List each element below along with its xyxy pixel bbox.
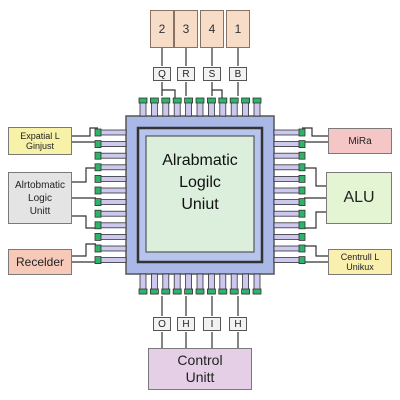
top-pin-label-1: Q <box>153 67 171 81</box>
chip-pad-left <box>94 128 102 137</box>
chip-pad-right <box>298 232 306 241</box>
bottom-pin-label-3: I <box>203 317 221 331</box>
chip-pad-bottom <box>218 288 228 295</box>
chip-pad-bottom <box>184 288 194 295</box>
left-box-expatial: Expatial L Ginjust <box>8 127 72 155</box>
chip-pad-right <box>298 151 306 160</box>
chip-pad-top <box>161 97 171 104</box>
chip-pin-left <box>97 141 127 148</box>
left-traces <box>72 127 98 263</box>
chip-pad-right <box>298 198 306 207</box>
bottom-pin-label-1: O <box>153 317 171 331</box>
top-traces <box>161 48 239 98</box>
chip-pad-left <box>94 198 102 207</box>
chip-pin-left <box>97 245 127 252</box>
chip-pad-bottom <box>149 288 159 295</box>
right-box-alu: ALU <box>326 172 392 224</box>
left-box-recelder: Recelder <box>8 249 72 275</box>
top-number-1: 2 <box>150 10 174 48</box>
chip-pin-left <box>97 210 127 217</box>
left-box-alrtobmatic: Alrtobmatic Logic Unitt <box>8 172 72 224</box>
right-traces <box>302 127 328 263</box>
chip-pad-bottom <box>206 288 216 295</box>
chip-pad-top <box>195 97 205 104</box>
chip-pad-right <box>298 128 306 137</box>
chip-pad-right <box>298 163 306 172</box>
chip-label: Alrabmatic Logilc Uniut <box>162 152 238 213</box>
top-number-2: 3 <box>174 10 198 48</box>
chip-pad-top <box>184 97 194 104</box>
chip-pin-left <box>97 175 127 182</box>
chip-pad-top <box>149 97 159 104</box>
chip-pad-bottom <box>138 288 148 295</box>
right-box-mira: MiRa <box>328 128 392 154</box>
chip-pin-left <box>97 199 127 206</box>
chip-pad-top <box>241 97 251 104</box>
chip-pad-bottom <box>195 288 205 295</box>
chip-pin-left <box>97 222 127 229</box>
chip-pad-left <box>94 244 102 253</box>
chip-pad-bottom <box>172 288 182 295</box>
chip-pad-right <box>298 186 306 195</box>
chip-pad-right <box>298 174 306 183</box>
chip-pad-left <box>94 186 102 195</box>
chip-pad-top <box>252 97 262 104</box>
chip-pad-left <box>94 151 102 160</box>
chip-pad-right <box>298 209 306 218</box>
chip-pad-top <box>172 97 182 104</box>
chip-pad-right <box>298 221 306 230</box>
top-number-4: 1 <box>226 10 250 48</box>
chip-pad-left <box>94 163 102 172</box>
bottom-traces <box>161 296 239 348</box>
chip-pad-right <box>298 256 306 265</box>
bottom-pin-label-4: H <box>229 317 247 331</box>
chip-pad-bottom <box>161 288 171 295</box>
chip-pad-bottom <box>252 288 262 295</box>
chip-pad-top <box>206 97 216 104</box>
top-number-3: 4 <box>200 10 224 48</box>
top-pin-label-4: B <box>229 67 247 81</box>
chip-pin-left <box>97 257 127 264</box>
chip-pad-bottom <box>241 288 251 295</box>
chip-pin-left <box>97 129 127 136</box>
chip-pad-top <box>229 97 239 104</box>
chip-pin-left <box>97 187 127 194</box>
chip-pad-bottom <box>229 288 239 295</box>
chip-pad-left <box>94 256 102 265</box>
chip-pad-left <box>94 209 102 218</box>
top-pin-label-3: S <box>203 67 221 81</box>
chip-pad-right <box>298 140 306 149</box>
chip-pad-right <box>298 244 306 253</box>
chip-pad-left <box>94 174 102 183</box>
chip-inner <box>145 135 255 253</box>
bottom-pin-label-2: H <box>177 317 195 331</box>
chip-pad-top <box>138 97 148 104</box>
right-box-centrull: Centrull L Unikux <box>328 249 392 275</box>
chip-pin-left <box>97 233 127 240</box>
chip-pad-top <box>218 97 228 104</box>
top-pin-label-2: R <box>177 67 195 81</box>
chip-pin-left <box>97 152 127 159</box>
chip-pin-left <box>97 164 127 171</box>
chip-pad-left <box>94 140 102 149</box>
chip-pad-left <box>94 232 102 241</box>
control-unit-box: Control Unitt <box>148 348 252 390</box>
chip-pad-left <box>94 221 102 230</box>
chip-pins <box>94 97 306 295</box>
